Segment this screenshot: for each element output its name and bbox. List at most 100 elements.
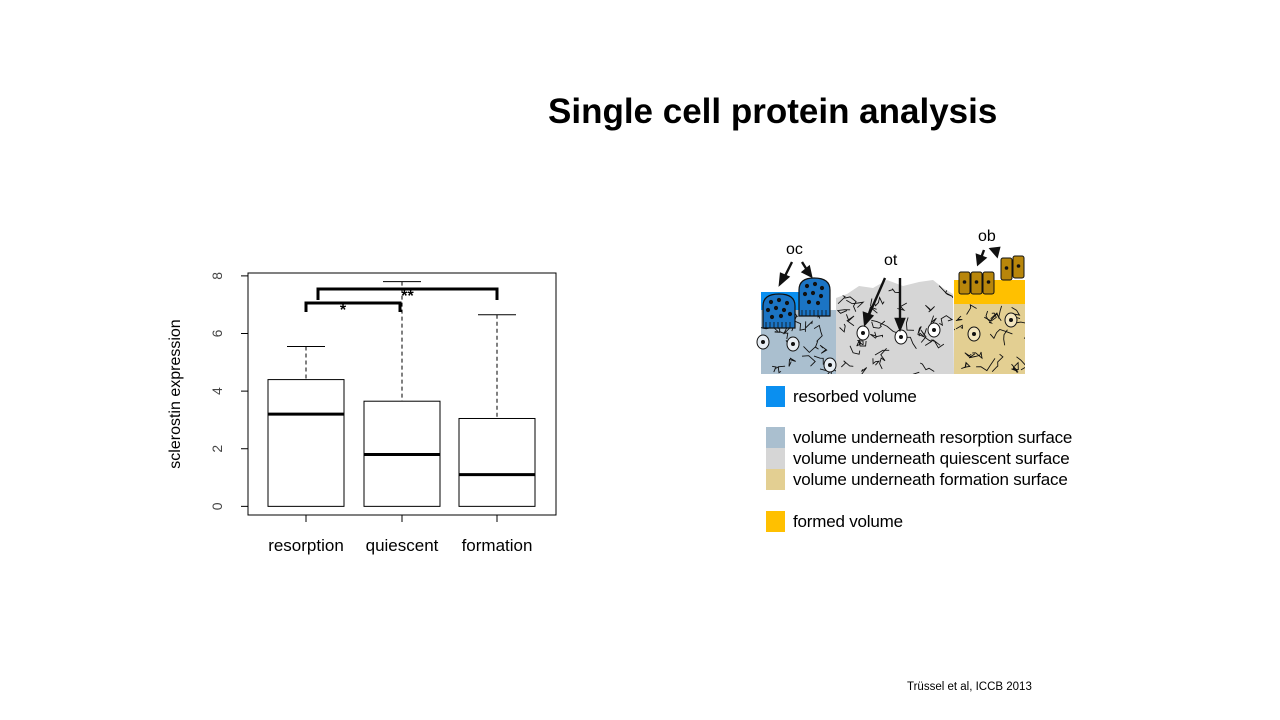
canaliculus <box>873 296 885 307</box>
canaliculus <box>907 336 917 350</box>
canaliculus <box>1013 321 1025 324</box>
canaliculus <box>849 345 861 355</box>
legend-swatch <box>766 386 785 407</box>
canaliculus <box>1012 366 1019 373</box>
canaliculus <box>939 315 954 327</box>
osteocyte-nucleus <box>861 331 865 335</box>
canaliculus <box>871 319 899 334</box>
canaliculus <box>805 320 813 330</box>
canaliculus <box>874 349 890 356</box>
canaliculus <box>774 330 781 333</box>
under-quiescent-region <box>836 280 954 374</box>
canaliculus <box>788 357 796 367</box>
legend-label: formed volume <box>793 512 903 531</box>
box-quiescent <box>363 281 441 507</box>
canaliculus <box>819 344 828 354</box>
canaliculus <box>856 339 862 347</box>
legend-label: volume underneath formation surface <box>793 470 1068 489</box>
osteoblast-nucleus <box>1004 266 1009 270</box>
box-iqr <box>458 417 536 507</box>
canaliculi-network <box>954 304 1025 373</box>
canaliculus <box>874 331 883 338</box>
nucleus-dot <box>765 307 771 313</box>
legend-label: resorbed volume <box>793 387 917 406</box>
canaliculus <box>1023 337 1025 339</box>
osteocyte-nucleus <box>828 363 832 367</box>
osteoclast-label: oc <box>786 241 803 258</box>
osteoblast-nucleus <box>1016 264 1021 268</box>
nucleus-dot <box>804 283 810 289</box>
box-resorption <box>267 345 345 507</box>
canaliculus <box>991 353 1004 373</box>
nucleus-dot <box>776 297 782 303</box>
canaliculus <box>912 371 921 374</box>
canaliculus <box>872 358 881 366</box>
canaliculus <box>966 304 977 315</box>
canaliculus <box>844 296 857 312</box>
ot-arrow <box>866 277 887 318</box>
nucleus-dot <box>769 314 775 320</box>
nucleus-dot <box>812 281 818 287</box>
citation: Trüssel et al, ICCB 2013 <box>907 681 1032 693</box>
canaliculus <box>989 328 1013 340</box>
nucleus-dot <box>784 300 790 306</box>
canaliculus <box>813 324 823 342</box>
canaliculus <box>1011 361 1019 372</box>
osteocyte-nucleus <box>761 340 765 344</box>
nucleus-dot <box>773 305 779 311</box>
canaliculus <box>871 320 886 329</box>
nucleus-dot <box>781 307 787 313</box>
canaliculus <box>879 348 887 370</box>
osteocyte-label: ot <box>884 252 898 269</box>
nucleus-dot <box>778 313 784 319</box>
nucleus-dot <box>802 291 808 297</box>
canaliculus <box>985 310 993 324</box>
canaliculus <box>964 352 972 358</box>
box-formation <box>458 314 536 507</box>
nucleus-dot <box>819 285 825 291</box>
nucleus-dot <box>815 300 821 306</box>
significance-bracket: * <box>304 301 402 319</box>
legend-swatch <box>766 469 785 490</box>
canaliculus <box>972 352 983 360</box>
slide-title: Single cell protein analysis <box>548 92 998 131</box>
osteoblast-cells <box>958 255 1025 295</box>
osteoblast-nucleus <box>986 280 991 284</box>
significance-star: ** <box>401 288 414 305</box>
osteoblast-nucleus <box>974 280 979 284</box>
canaliculus <box>888 288 900 293</box>
nucleus-dot <box>810 290 816 296</box>
canaliculus <box>840 360 854 368</box>
box-iqr <box>267 379 345 507</box>
canaliculus <box>857 339 864 345</box>
x-category-label: quiescent <box>366 536 439 555</box>
osteoblast-label: ob <box>978 228 996 245</box>
y-axis-label: sclerostin expression <box>167 319 184 468</box>
canaliculus <box>836 309 851 314</box>
canaliculus <box>813 355 824 365</box>
y-tick-label: 4 <box>209 387 225 395</box>
canaliculus <box>955 324 963 330</box>
canaliculus <box>925 304 935 313</box>
legend-swatch <box>766 448 785 469</box>
nucleus-dot <box>787 311 793 317</box>
canaliculus <box>803 340 819 354</box>
canaliculus <box>976 358 996 372</box>
y-tick-label: 2 <box>209 445 225 453</box>
x-category-label: formation <box>462 536 533 555</box>
osteocyte-nucleus <box>791 342 795 346</box>
legend-label: volume underneath quiescent surface <box>793 449 1070 468</box>
canaliculus <box>930 339 945 349</box>
bracket-line <box>304 301 402 312</box>
y-tick-label: 6 <box>209 329 225 337</box>
osteocyte-nucleus <box>1009 318 1013 322</box>
nucleus-dot <box>806 299 812 305</box>
canaliculus <box>1016 356 1025 371</box>
canaliculus <box>855 367 868 374</box>
canaliculus <box>955 315 963 321</box>
canaliculus <box>919 362 935 372</box>
canaliculus <box>990 305 1003 320</box>
canaliculus <box>839 323 846 333</box>
canaliculus <box>846 299 865 308</box>
